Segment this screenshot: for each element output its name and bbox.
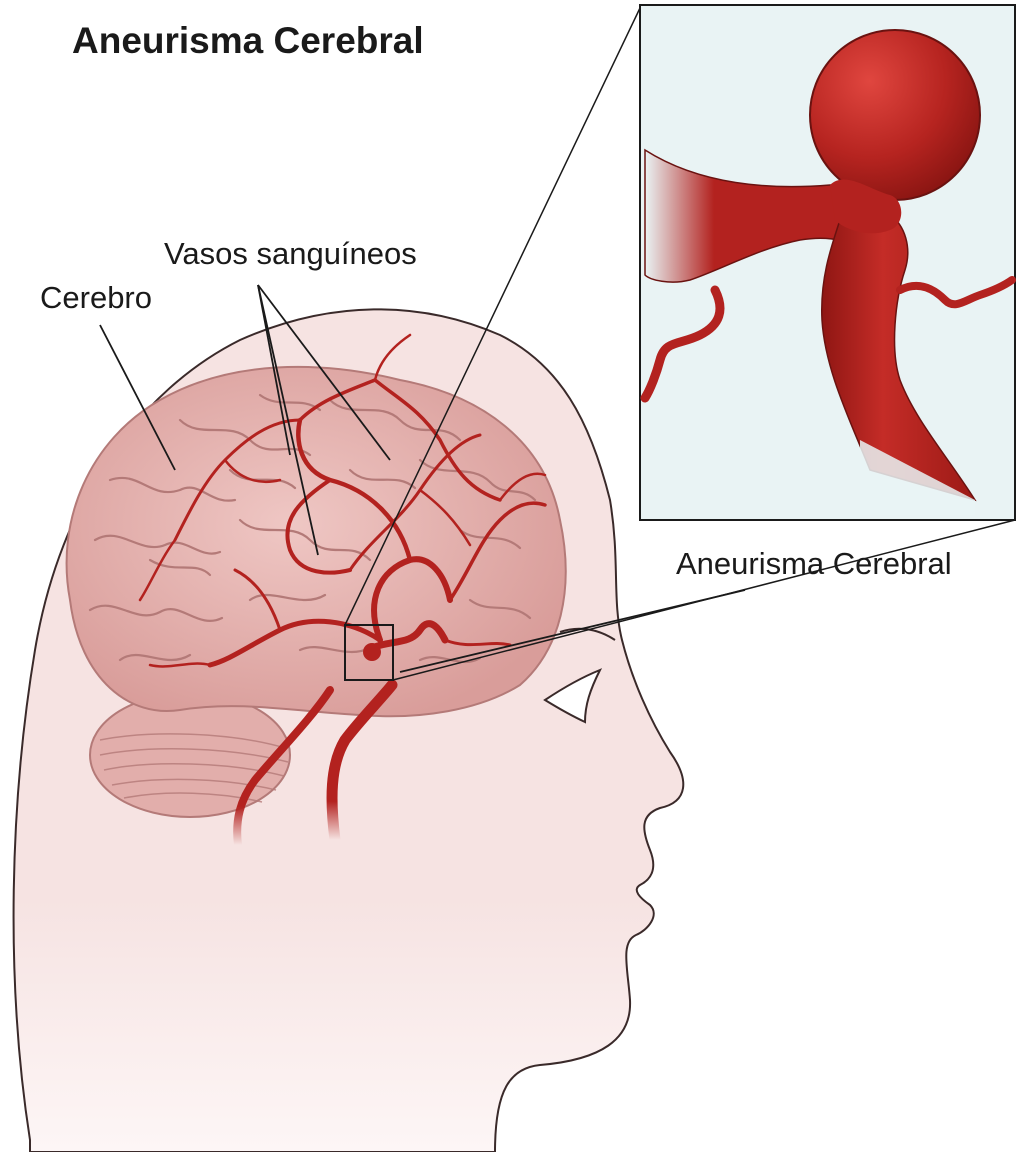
label-aneurysm: Aneurisma Cerebral [676, 546, 952, 582]
label-blood-vessels: Vasos sanguíneos [164, 236, 417, 272]
aneurysm-bulb-small [363, 643, 381, 661]
brain [67, 367, 566, 716]
label-brain: Cerebro [40, 280, 152, 316]
page-title: Aneurisma Cerebral [72, 20, 424, 62]
cerebellum [90, 693, 290, 817]
